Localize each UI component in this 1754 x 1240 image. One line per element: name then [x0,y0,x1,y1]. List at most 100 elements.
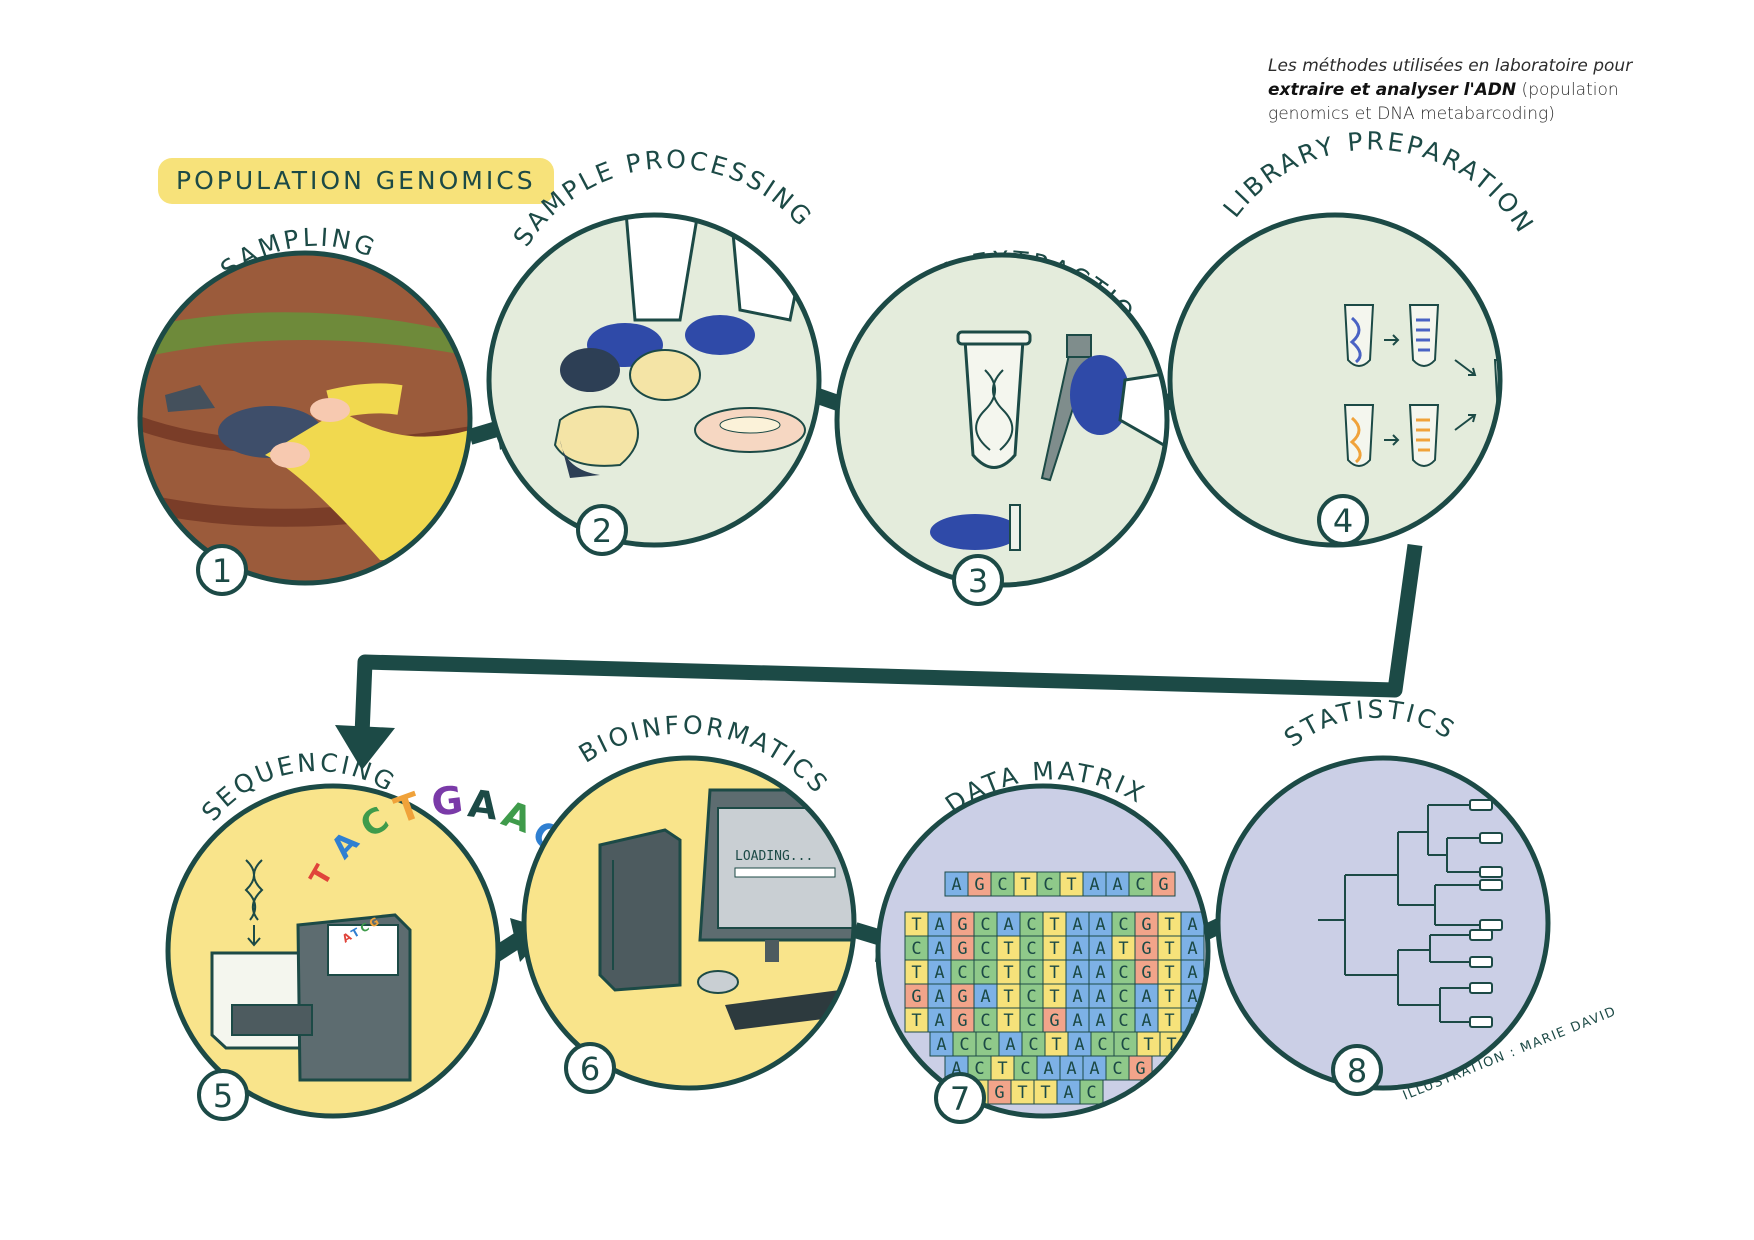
sequence-letter: A [466,781,501,828]
matrix-row-letter: C [980,963,990,983]
matrix-row-letter: A [1187,987,1197,1007]
matrix-header-letter: C [997,875,1007,895]
matrix-header-letter: C [1043,875,1053,895]
matrix-row-letter: C [1118,963,1128,983]
matrix-row-letter: A [1095,987,1105,1007]
step-8: STATISTICS [1215,695,1551,1096]
matrix-row-letter: C [911,939,921,959]
matrix-row-letter: T [911,915,921,935]
caption-rest: (population genomics et DNA metabarcodin… [1268,80,1619,124]
matrix-row-letter: C [1020,1059,1030,1079]
matrix-row-letter: A [1095,963,1105,983]
matrix-header-letter: A [1112,875,1122,895]
matrix-row-letter: A [934,963,944,983]
matrix-row-letter: T [1003,987,1013,1007]
matrix-row-letter: A [1063,1083,1073,1103]
matrix-row-letter: A [1003,915,1013,935]
sequence-letter: A [497,794,537,842]
matrix-row-letter: T [1049,939,1059,959]
step-2: SAMPLE PROCESSING 2 [486,145,822,556]
step-2-number: 2 [592,512,612,550]
step-3-number: 3 [968,562,988,600]
matrix-row-letter: A [1187,939,1197,959]
matrix-row-letter: A [1187,963,1197,983]
matrix-row-letter: G [1141,915,1151,935]
matrix-header-letter: C [1135,875,1145,895]
section-banner: POPULATION GENOMICS [158,158,554,204]
matrix-header-cell [1151,871,1176,897]
matrix-row-letter: G [911,987,921,1007]
matrix-row-letter: C [1112,1059,1122,1079]
step-5-number: 5 [213,1077,233,1115]
matrix-row-letter: A [934,987,944,1007]
matrix-row-letter: C [980,915,990,935]
step-1: SAMPLING 1 [137,223,473,596]
matrix-row-letter: A [1072,963,1082,983]
matrix-row-letter: T [1164,915,1174,935]
matrix-row-letter: A [1187,915,1197,935]
matrix-row-letter: T [1040,1083,1050,1103]
matrix-row-letter: A [1095,1011,1105,1031]
matrix-row-letter: G [1135,1059,1145,1079]
matrix-row-letter: A [951,1059,961,1079]
matrix-row-letter: T [1166,1035,1176,1055]
matrix-row-letter: A [1095,915,1105,935]
matrix-row-letter: G [957,1011,967,1031]
matrix-row-letter: T [1049,987,1059,1007]
matrix-row-cell [1079,1079,1104,1105]
matrix-row-letter: C [1118,987,1128,1007]
matrix-row-letter: C [980,1011,990,1031]
library-preparation-illustration [1170,215,1500,545]
matrix-row-letter: G [994,1083,1004,1103]
matrix-row-letter: A [1005,1035,1015,1055]
matrix-row-letter: A [1141,987,1151,1007]
matrix-row-letter: T [1164,963,1174,983]
matrix-header-letter: T [1020,875,1030,895]
matrix-row-letter: A [1072,987,1082,1007]
matrix-row-letter: A [1089,1059,1099,1079]
sample-processing-illustration [489,215,819,545]
sequence-letter: G [429,777,465,824]
arrow-4-5-icon [335,543,1423,770]
matrix-row-letter: A [936,1035,946,1055]
sequencing-illustration [168,786,498,1116]
caption-bold: extraire et analyser l'ADN [1268,80,1517,100]
step-6-number: 6 [580,1050,600,1088]
step-4: LIBRARY PREPARATION [1167,126,1537,548]
matrix-row-letter: T [1003,939,1013,959]
matrix-row-letter: A [1074,1035,1084,1055]
matrix-row-letter: G [1141,939,1151,959]
matrix-row-letter: C [1120,1035,1130,1055]
matrix-row-letter: A [1072,1011,1082,1031]
section-title: POPULATION GENOMICS [176,166,536,195]
matrix-row-letter: T [911,1011,921,1031]
step-8-label: STATISTICS [1279,695,1462,753]
matrix-row-letter: T [1164,987,1174,1007]
matrix-row-letter: C [1026,915,1036,935]
matrix-row-letter: C [1026,987,1036,1007]
step-7-number: 7 [950,1080,970,1118]
matrix-row-letter: A [934,1011,944,1031]
matrix-row-letter: C [974,1059,984,1079]
matrix-row-letter: T [1049,963,1059,983]
matrix-row-letter: A [934,939,944,959]
matrix-row-letter: A [1072,915,1082,935]
matrix-row-letter: C [980,939,990,959]
matrix-row-letter: G [957,915,967,935]
matrix-header-letter: A [951,875,961,895]
matrix-row-letter: A [1066,1059,1076,1079]
matrix-header-letter: G [974,875,984,895]
matrix-row-letter: A [934,915,944,935]
matrix-row-letter: A [980,987,990,1007]
matrix-row-letter: T [997,1059,1007,1079]
caption-line1: Les méthodes utilisées en laboratoire po… [1268,56,1633,76]
matrix-row-letter: C [982,1035,992,1055]
step-6: BIOINFORMATICS LOADING... 6 [521,710,857,1094]
matrix-row-letter: C [1026,963,1036,983]
matrix-row-letter: T [1049,915,1059,935]
matrix-row-letter: T [1051,1035,1061,1055]
